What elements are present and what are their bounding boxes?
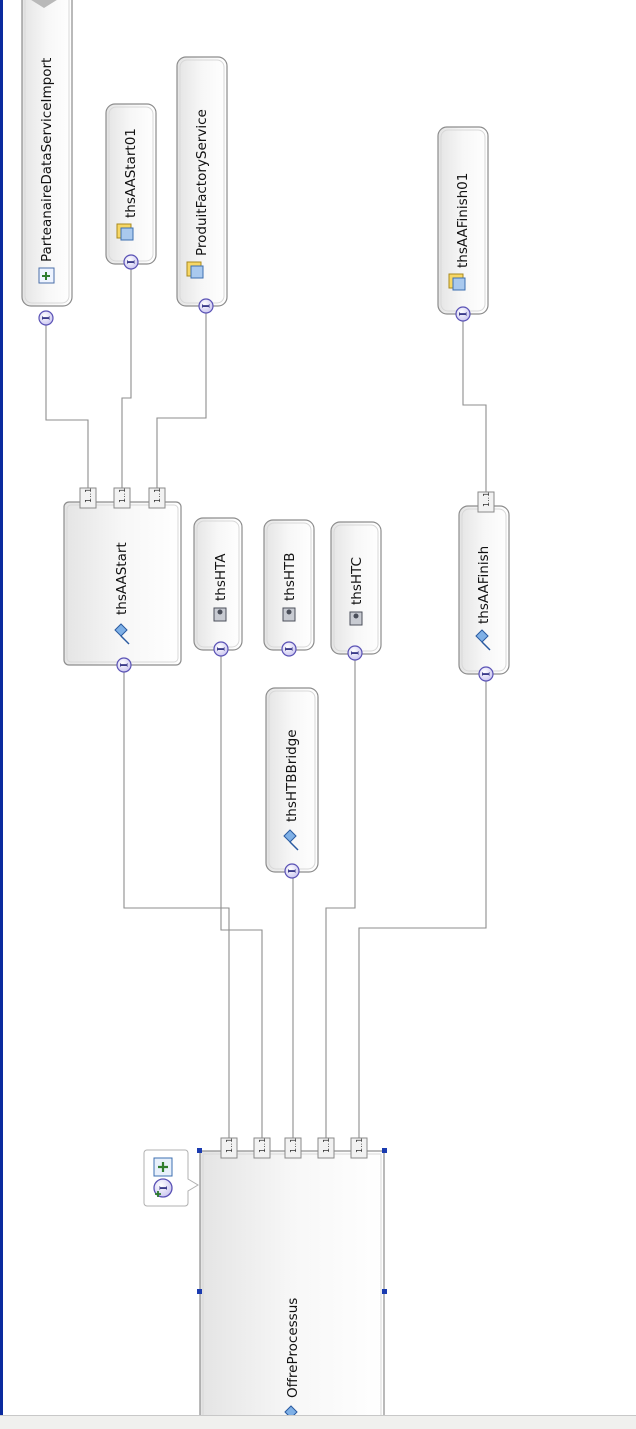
interface-icon[interactable]: I: [347, 645, 363, 661]
component-aastart[interactable]: thsAAStart 1..1 1..1 1..1 I: [63, 487, 182, 673]
human-task-icon: [282, 607, 296, 622]
process-icon: [475, 629, 491, 651]
svg-text:1..1: 1..1: [355, 1138, 364, 1153]
label-hta: thsHTA: [213, 553, 229, 601]
svg-text:1..1: 1..1: [225, 1138, 234, 1153]
process-icon: [283, 829, 299, 851]
label-aastart01: thsAAStart01: [123, 128, 139, 218]
svg-text:I: I: [120, 662, 131, 667]
hover-action-bar[interactable]: I: [143, 1149, 199, 1207]
interface-icon[interactable]: I: [281, 641, 297, 657]
svg-text:1..1: 1..1: [482, 492, 491, 507]
wire-offre-aastart: [123, 672, 230, 1150]
label-aafinish01: thsAAFinish01: [455, 173, 471, 268]
human-task-icon: [213, 607, 227, 622]
component-htb[interactable]: thsHTB I: [263, 519, 315, 657]
add-reference-icon[interactable]: [153, 1157, 173, 1177]
label-htc: thsHTC: [349, 557, 365, 605]
component-aafinish[interactable]: thsAAFinish 1..1 I: [458, 491, 510, 682]
wires: [45, 268, 487, 1150]
interface-icon[interactable]: I: [213, 641, 229, 657]
svg-text:1..1: 1..1: [84, 488, 93, 503]
svg-text:I: I: [482, 671, 493, 676]
component-offre-processus[interactable]: OffreProcessus 1..1 1..1 1..1 1..1 1..1: [197, 1137, 387, 1429]
java-component-icon: [186, 261, 204, 279]
svg-text:I: I: [127, 259, 138, 264]
component-aastart01[interactable]: thsAAStart01 I: [105, 103, 157, 270]
wire-offre-htc: [325, 660, 356, 1150]
label-partenaire: ParteanaireDataServiceImport: [39, 58, 55, 262]
svg-text:1..1: 1..1: [289, 1138, 298, 1153]
svg-text:1..1: 1..1: [118, 488, 127, 503]
reference-pins: 1..1 1..1 1..1 1..1 1..1: [220, 1137, 368, 1159]
interface-icon[interactable]: I: [284, 863, 300, 879]
svg-text:1..1: 1..1: [322, 1138, 331, 1153]
component-produit-factory[interactable]: ProduitFactoryService I: [176, 56, 228, 314]
interface-icon[interactable]: I: [38, 310, 54, 326]
svg-text:I: I: [459, 311, 470, 316]
component-htc[interactable]: thsHTC I: [330, 521, 382, 661]
editor-bottom-scrollbar[interactable]: [0, 1415, 636, 1429]
component-hta[interactable]: thsHTA I: [193, 517, 243, 657]
label-htb: thsHTB: [282, 552, 298, 601]
label-offre-processus: OffreProcessus: [285, 1298, 301, 1398]
reference-pins: 1..1 1..1 1..1: [79, 487, 166, 509]
svg-text:I: I: [202, 303, 213, 308]
java-component-icon: [448, 273, 466, 291]
wire-aafinish-finish01: [462, 320, 487, 498]
component-htb-bridge[interactable]: thsHTBBridge I: [265, 687, 319, 879]
wire-aastart-produit: [156, 310, 207, 495]
wire-offre-hta: [220, 655, 263, 1150]
label-aafinish: thsAAFinish: [476, 546, 492, 624]
interface-icon[interactable]: I: [116, 657, 132, 673]
wire-aastart-start01: [121, 268, 132, 495]
component-aafinish01[interactable]: thsAAFinish01 I: [437, 126, 489, 322]
svg-text:I: I: [351, 650, 362, 655]
label-htb-bridge: thsHTBBridge: [284, 729, 300, 822]
editor-left-border: [0, 0, 3, 1429]
svg-text:1..1: 1..1: [258, 1138, 267, 1153]
interface-icon[interactable]: I: [198, 298, 214, 314]
svg-text:I: I: [217, 646, 228, 651]
java-component-icon: [116, 223, 134, 241]
interface-icon[interactable]: I: [478, 666, 494, 682]
add-interface-icon[interactable]: I: [153, 1178, 173, 1198]
svg-text:I: I: [285, 646, 296, 651]
wire-aastart-partenaire: [45, 318, 89, 495]
svg-text:I: I: [288, 868, 299, 873]
svg-text:1..1: 1..1: [153, 488, 162, 503]
human-task-icon: [349, 611, 363, 626]
interface-icon[interactable]: I: [123, 254, 139, 270]
interface-icon[interactable]: I: [455, 306, 471, 322]
process-icon: [114, 623, 130, 645]
reference-pins: 1..1: [477, 491, 495, 513]
import-icon: [38, 267, 55, 284]
svg-text:I: I: [42, 315, 53, 320]
label-produit: ProduitFactoryService: [194, 109, 210, 256]
component-partenaire-import[interactable]: ParteanaireDataServiceImport I: [21, 0, 73, 326]
label-aastart: thsAAStart: [114, 542, 130, 615]
svg-text:I: I: [159, 1185, 170, 1190]
wire-offre-aafinish: [358, 680, 487, 1150]
